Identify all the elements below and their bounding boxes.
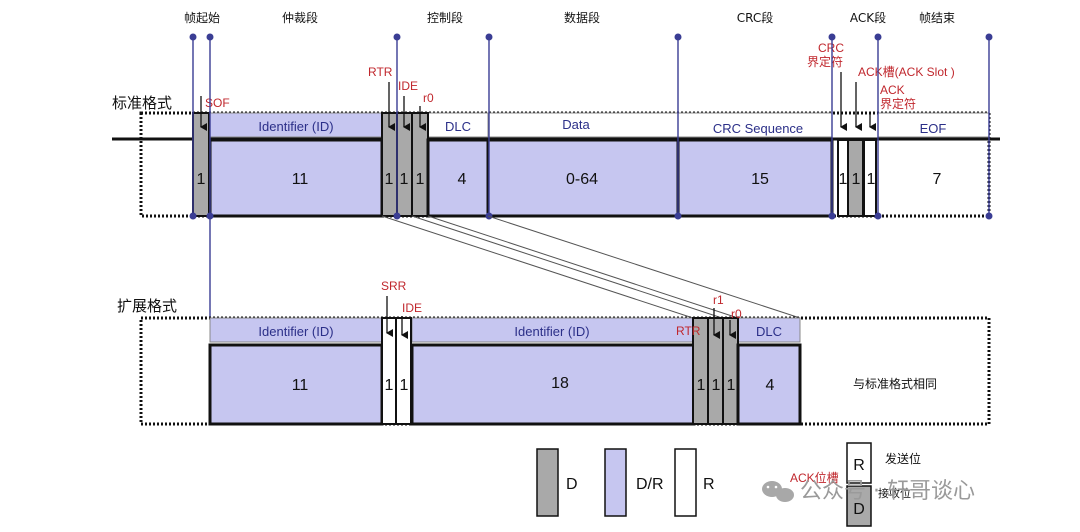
ext-identifier-a-bits — [208, 343, 384, 426]
std-rtr-bit — [381, 112, 398, 217]
segment-crc: CRC段 — [737, 10, 774, 25]
std-id-header — [209, 112, 383, 138]
ext-identifier-b-bits — [410, 343, 696, 426]
std-ack-delim-label-1: ACK — [880, 83, 905, 97]
ext-r1-count: 1 — [712, 377, 721, 394]
legend-send-letter: R — [853, 457, 865, 474]
std-ack-delim-label-2: 界定符 — [880, 96, 916, 111]
std-ack-delim-bit — [863, 139, 877, 217]
std-sof-count: 1 — [197, 171, 206, 188]
std-crc-bits — [676, 138, 834, 218]
std-dlc-count: 4 — [458, 171, 467, 188]
std-eof-field-label: EOF — [920, 121, 947, 136]
std-ide-count: 1 — [400, 171, 409, 188]
segment-control: 控制段 — [427, 10, 463, 25]
ext-srr-bit — [381, 317, 397, 425]
std-r0-count: 1 — [416, 171, 425, 188]
mapping-lines — [381, 215, 801, 319]
ext-id-b-field-label: Identifier (ID) — [514, 324, 589, 339]
ext-ide-count: 1 — [400, 377, 409, 394]
ext-r0-label: r0 — [731, 307, 742, 321]
segment-arbitration: 仲裁段 — [282, 10, 318, 25]
ext-id-a-header — [209, 317, 383, 343]
ext-r1-label: r1 — [713, 293, 724, 307]
legend-d-label: D — [566, 476, 578, 493]
std-ide-bit — [396, 112, 413, 217]
segment-eof: 帧结束 — [919, 11, 955, 25]
legend-receive-bit-label: 接收位 — [878, 486, 911, 500]
standard-format-title: 标准格式 — [112, 94, 172, 112]
std-dlc-field-label: DLC — [445, 119, 471, 134]
ext-srr-label: SRR — [381, 279, 407, 293]
ext-dlc-field-label: DLC — [756, 324, 782, 339]
watermark: 公众号 · 轩哥谈心 — [762, 479, 975, 504]
legend-ack-slot-label: ACK位槽 — [790, 470, 839, 485]
ext-id-a-field-label: Identifier (ID) — [258, 324, 333, 339]
ext-identifier-a-count: 11 — [292, 377, 309, 394]
ext-r1-bit — [707, 317, 724, 425]
ext-identifier-b-count: 18 — [551, 375, 569, 392]
ext-ide-bit — [395, 317, 412, 425]
wechat-icon — [762, 481, 794, 502]
legend-dr-label: D/R — [636, 476, 664, 493]
std-ack-delim-count: 1 — [867, 171, 876, 188]
std-crc-delim-label-2: 界定符 — [807, 54, 843, 69]
std-identifier-count: 11 — [292, 171, 309, 188]
segment-boundaries — [189, 33, 993, 318]
legend-r-swatch — [674, 448, 697, 517]
std-crc-field-label: CRC Sequence — [713, 121, 803, 136]
std-rtr-count: 1 — [385, 171, 394, 188]
std-dlc-header — [427, 112, 489, 138]
legend: D D/R R ACK位槽 R D 发送位 接收位 — [536, 442, 921, 527]
ext-r0-count: 1 — [727, 377, 736, 394]
segment-sof: 帧起始 — [184, 11, 220, 25]
ext-srr-count: 1 — [385, 377, 394, 394]
std-data-bits — [486, 138, 680, 218]
legend-receive-letter: D — [853, 501, 865, 518]
std-sof-label: SOF — [205, 96, 230, 110]
ext-rtr-count: 1 — [697, 377, 706, 394]
legend-d-swatch — [536, 448, 559, 517]
std-data-count: 0-64 — [566, 171, 598, 188]
legend-receive-box — [846, 485, 872, 527]
extended-format-title: 扩展格式 — [117, 297, 177, 315]
std-r0-bit — [411, 112, 429, 217]
legend-r-label: R — [703, 476, 715, 493]
std-dlc-bits — [426, 138, 490, 218]
std-ack-slot-count: 1 — [852, 171, 861, 188]
legend-send-box — [846, 442, 872, 484]
std-sof-bit — [192, 112, 210, 217]
ext-rtr-label: RTR — [676, 324, 701, 338]
std-ide-label: IDE — [398, 79, 418, 93]
ext-dlc-header — [737, 317, 801, 343]
segment-ack: ACK段 — [850, 10, 886, 25]
legend-send-bit-label: 发送位 — [885, 451, 921, 466]
std-rtr-label: RTR — [368, 65, 393, 79]
legend-dr-swatch — [604, 448, 627, 517]
ext-same-as-standard: 与标准格式相同 — [853, 376, 937, 391]
std-id-field-label: Identifier (ID) — [258, 119, 333, 134]
std-r0-label: r0 — [423, 91, 434, 105]
ext-ide-label: IDE — [402, 301, 422, 315]
std-crc-delim-label-1: CRC — [818, 41, 844, 55]
watermark-text: 公众号 · 轩哥谈心 — [800, 479, 975, 504]
ext-dlc-bits — [736, 343, 802, 426]
std-eof-count: 7 — [933, 171, 942, 188]
std-crc-delim-count: 1 — [839, 171, 848, 188]
ext-dlc-count: 4 — [766, 377, 775, 394]
std-crc-count: 15 — [751, 171, 769, 188]
std-data-field-label: Data — [562, 117, 590, 132]
std-ack-slot-label: ACK槽(ACK Slot ) — [858, 65, 955, 79]
segment-data: 数据段 — [564, 10, 600, 25]
